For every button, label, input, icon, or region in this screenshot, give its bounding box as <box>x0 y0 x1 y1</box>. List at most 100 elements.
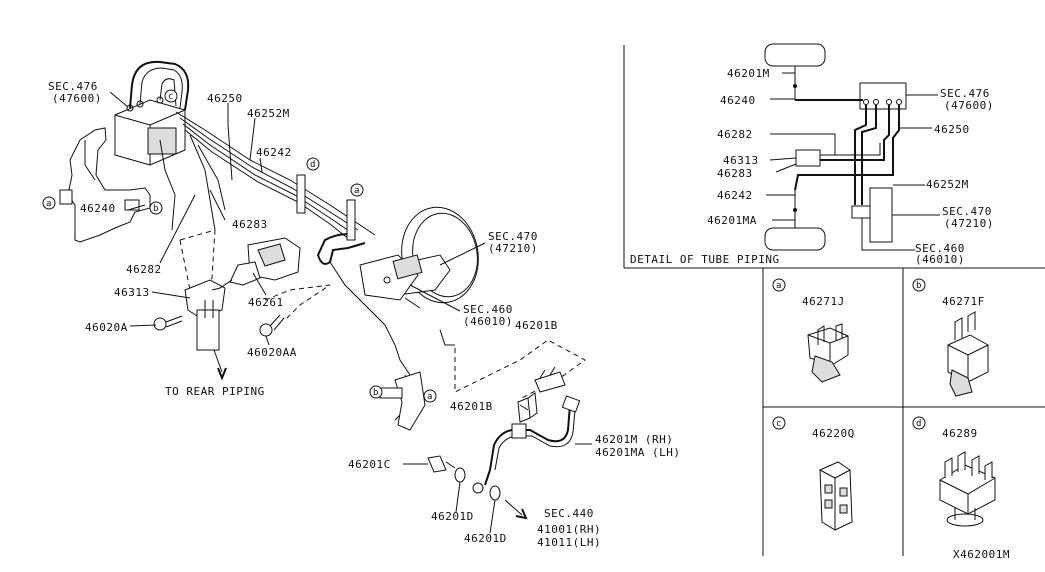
detail-booster <box>869 187 893 243</box>
detail-label-46240: 46240 <box>720 94 756 107</box>
abs-actuator <box>114 60 190 166</box>
marker-d-1: d <box>306 157 320 171</box>
label-sec476-code: (47600) <box>52 92 102 105</box>
detail-label-sec476: SEC.476 <box>940 87 990 100</box>
marker-c-1: c <box>164 89 178 103</box>
label-sec470-code: (47210) <box>488 242 538 255</box>
clip-cell-b: b 46271F <box>912 278 989 397</box>
detail-label-46252m: 46252M <box>926 178 969 191</box>
label-46020a: 46020A <box>85 321 128 334</box>
label-46201c: 46201C <box>348 458 391 471</box>
svg-text:c: c <box>168 92 174 102</box>
connector-46313 <box>184 279 227 381</box>
detail-label-sec460: SEC.460 <box>915 242 965 255</box>
clip-46201b-2 <box>517 392 538 423</box>
label-sec460: SEC.460 <box>463 303 513 316</box>
washer-46201d-2 <box>489 485 501 501</box>
svg-text:a: a <box>46 199 52 209</box>
label-46313: 46313 <box>114 286 150 299</box>
detail-label-46250: 46250 <box>934 123 970 136</box>
clip-d-body-1 <box>296 174 306 214</box>
clip-46271f-drawing <box>947 311 989 397</box>
label-sec470: SEC.470 <box>488 230 538 243</box>
label-sec476: SEC.476 <box>48 80 98 93</box>
marker-b-2: b <box>369 385 383 399</box>
drawing-number: X462001M <box>953 548 1010 561</box>
clip-46289-drawing <box>939 451 996 527</box>
label-sec440: SEC.440 <box>544 507 594 520</box>
label-46201b-2: 46201B <box>450 400 493 413</box>
detail-title: DETAIL OF TUBE PIPING <box>630 253 780 266</box>
svg-text:a: a <box>427 392 433 402</box>
marker-a-3: a <box>423 389 437 403</box>
wheel-front-bottom <box>764 227 826 251</box>
main-diagram: a b c d a b a SEC.476 (47600) 46250 4625… <box>42 60 680 549</box>
clip-cell-d-part: 46289 <box>942 427 978 440</box>
detail-label-sec460-code: (46010) <box>915 253 965 266</box>
brake-hose <box>472 395 581 494</box>
detail-tube-piping: 46201M 46240 46282 46313 46283 46242 462… <box>630 43 994 266</box>
detail-label-46242: 46242 <box>717 189 753 202</box>
clip-cell-b-marker: b <box>916 281 922 291</box>
detail-label-sec476-code: (47600) <box>944 99 994 112</box>
detail-label-46283: 46283 <box>717 167 753 180</box>
bracket-46261 <box>211 237 301 291</box>
clip-cell-a: a 46271J <box>772 278 849 383</box>
marker-a-2: a <box>350 183 364 197</box>
label-46242: 46242 <box>256 146 292 159</box>
label-46201d-1: 46201D <box>431 510 474 523</box>
firewall-bracket-outline <box>67 127 151 243</box>
label-46250: 46250 <box>207 92 243 105</box>
frame <box>623 45 1045 556</box>
label-46240: 46240 <box>80 202 116 215</box>
tube-bundle <box>84 111 411 376</box>
label-46283: 46283 <box>232 218 268 231</box>
clip-cell-d-marker: d <box>916 419 922 429</box>
label-46201ma: 46201MA (LH) <box>595 446 680 459</box>
bolt-46020a <box>153 315 183 331</box>
detail-46313-block <box>795 149 821 167</box>
marker-b-1: b <box>149 201 163 215</box>
clip-cell-b-part: 46271F <box>942 295 985 308</box>
clip-46220q-drawing <box>819 461 853 531</box>
wheel-front-top <box>764 43 826 67</box>
clip-cell-a-marker: a <box>776 281 782 291</box>
label-46261: 46261 <box>248 296 284 309</box>
clip-cell-c: c 46220Q <box>772 416 855 531</box>
label-46201d-2: 46201D <box>464 532 507 545</box>
clip-cell-c-part: 46220Q <box>812 427 855 440</box>
clip-cell-d: d 46289 <box>912 416 996 527</box>
svg-text:d: d <box>310 160 316 170</box>
detail-label-sec470: SEC.470 <box>942 205 992 218</box>
label-to-rear-piping: TO REAR PIPING <box>165 385 265 398</box>
svg-text:a: a <box>354 186 360 196</box>
detail-label-46201ma: 46201MA <box>707 214 757 227</box>
label-46201m: 46201M (RH) <box>595 433 673 446</box>
label-46252m: 46252M <box>247 107 290 120</box>
detail-label-46313: 46313 <box>723 154 759 167</box>
svg-text:b: b <box>373 388 379 398</box>
detail-label-46282: 46282 <box>717 128 753 141</box>
front-tube-bracket <box>379 329 455 431</box>
clip-46201b-1 <box>534 366 566 393</box>
leaders <box>109 91 592 534</box>
svg-text:b: b <box>153 204 159 214</box>
detail-label-sec470-code: (47210) <box>944 217 994 230</box>
clip-cell-a-part: 46271J <box>802 295 845 308</box>
detail-label-46201m: 46201M <box>727 67 770 80</box>
bolt-46020aa <box>259 314 285 337</box>
clip-b-body-1 <box>124 199 140 211</box>
clip-a-body-2 <box>59 189 73 205</box>
brake-booster <box>359 206 479 304</box>
label-46282: 46282 <box>126 263 162 276</box>
label-sec440-lh: 41011(LH) <box>537 536 601 549</box>
clip-cell-c-marker: c <box>776 419 782 429</box>
label-sec440-rh: 41001(RH) <box>537 523 601 536</box>
washer-46201d-1 <box>454 467 466 483</box>
detail-master-cylinder <box>851 205 871 219</box>
label-46201b-1: 46201B <box>515 319 558 332</box>
marker-a-1: a <box>42 196 56 210</box>
clip-46271j-drawing <box>807 323 849 383</box>
bolt-46201c <box>427 455 456 473</box>
